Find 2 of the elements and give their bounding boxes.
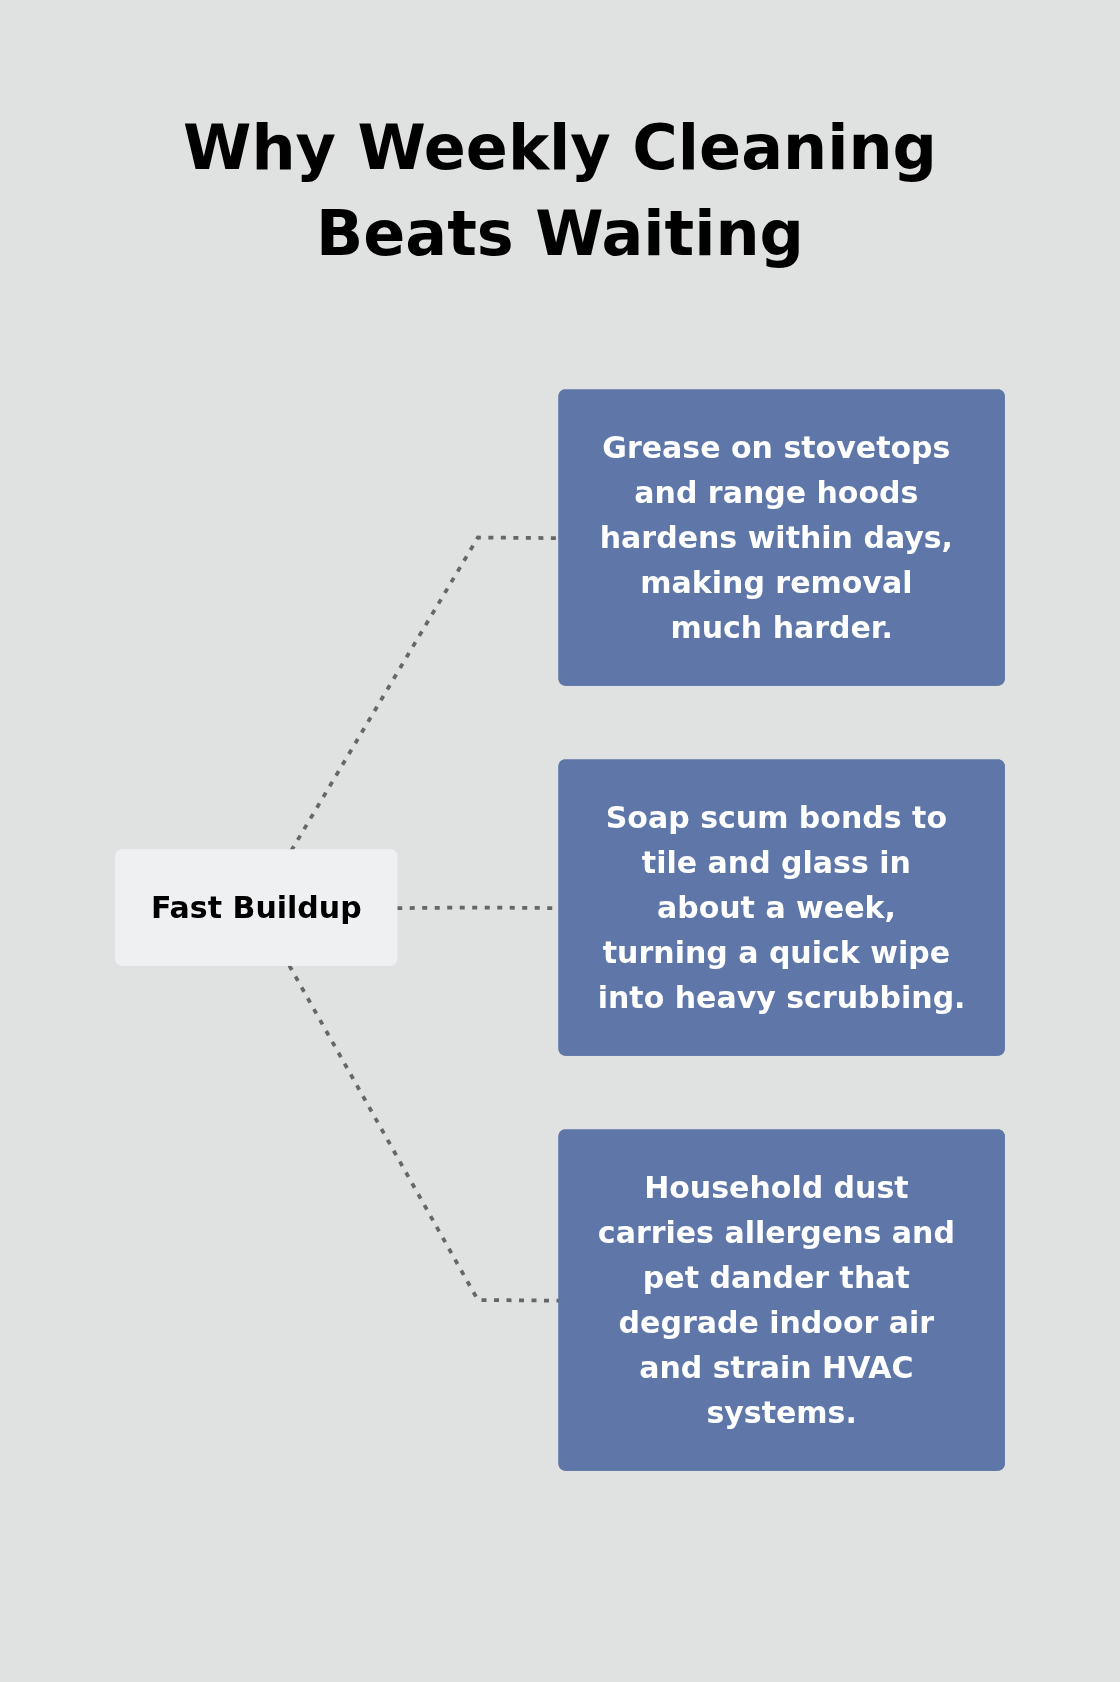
connector <box>287 964 560 1303</box>
title: Why Weekly Cleaning Beats Waiting <box>182 110 938 272</box>
